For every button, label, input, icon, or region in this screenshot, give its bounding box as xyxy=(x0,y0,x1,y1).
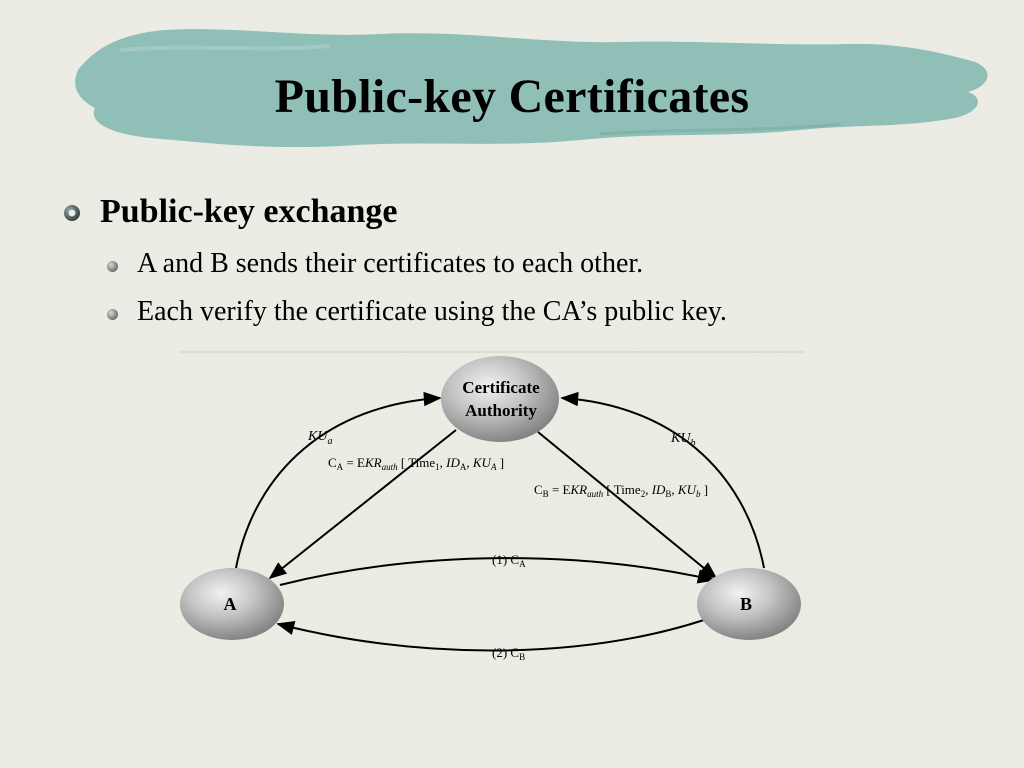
sub-bullet-text: Each verify the certificate using the CA… xyxy=(137,296,727,327)
node-a-label: A xyxy=(224,594,237,614)
title-brush-stroke xyxy=(75,29,988,148)
sub-bullet-text: A and B sends their certificates to each… xyxy=(137,248,644,279)
ca-label-line2: Authority xyxy=(465,401,537,420)
step2-label: (2) CB xyxy=(492,645,525,662)
arrow-step1 xyxy=(279,557,716,586)
sub-bullet-dot xyxy=(107,261,118,272)
arrow-step2 xyxy=(276,619,705,652)
arrow-cert-to-a xyxy=(268,429,457,580)
sub-bullet-dot xyxy=(107,309,118,320)
ku-b-label: KUb xyxy=(670,431,695,449)
node-a xyxy=(180,568,284,640)
cert-b-formula: CB = EKRauth [ Time2, IDB, KUb ] xyxy=(534,482,708,499)
arrow-ku-b xyxy=(560,391,765,569)
certificate-exchange-diagram: Certificate Authority A B KUa KUb CA = E… xyxy=(180,351,804,662)
cert-a-formula: CA = EKRauth [ Time1, IDA, KUA ] xyxy=(328,455,504,472)
main-bullet-text: Public-key exchange xyxy=(100,193,398,230)
node-b xyxy=(697,568,801,640)
arrow-cert-to-b xyxy=(537,431,718,580)
ca-node xyxy=(441,356,559,442)
ring-bullet-icon xyxy=(64,205,80,221)
node-b-label: B xyxy=(740,594,752,614)
step1-label: (1) CA xyxy=(492,552,526,569)
arrow-ku-a xyxy=(235,391,442,569)
ku-a-label: KUa xyxy=(307,429,332,447)
slide-title: Public-key Certificates xyxy=(274,70,750,123)
ca-label-line1: Certificate xyxy=(462,378,540,397)
